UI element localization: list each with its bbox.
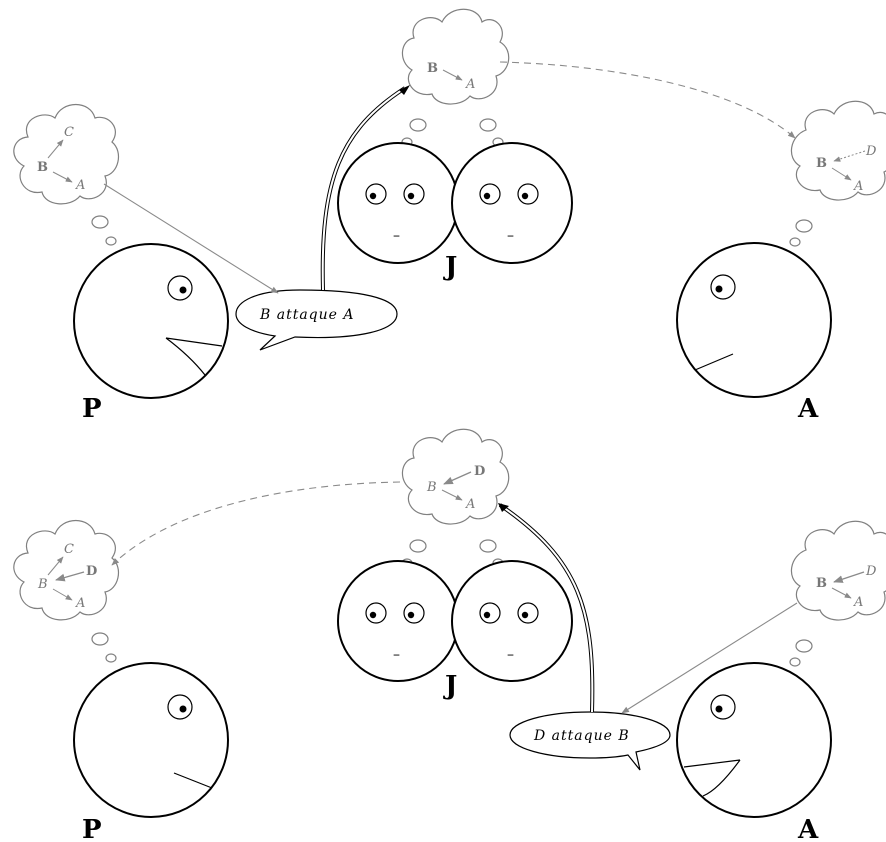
jury-mouth: –: [507, 228, 514, 244]
top-scene: B C A P B attaque A B A: [13, 8, 886, 424]
argument-A: A: [75, 596, 85, 611]
closed-mouth-icon: [173, 772, 213, 789]
agent-label-J: J: [443, 671, 457, 701]
eye-icon: [167, 694, 193, 720]
argument-B: B: [427, 61, 438, 76]
argument-A: A: [75, 178, 85, 193]
argument-B: B: [816, 156, 827, 171]
proponent-thought-cloud-top: B C A: [13, 104, 120, 246]
argument-D: D: [865, 144, 877, 159]
speech-text-bottom: D attaque B: [533, 728, 630, 744]
jury-mouth: –: [393, 647, 400, 663]
eye-icon: [167, 275, 193, 301]
argument-C: C: [64, 125, 74, 140]
bottom-scene: B C D A P B D A: [13, 428, 886, 842]
open-mouth-icon: [683, 759, 741, 797]
jury-mouth: –: [507, 647, 514, 663]
argument-B: B: [816, 576, 827, 591]
speech-bubble-bottom: D attaque B: [509, 711, 671, 771]
argument-B: B: [37, 577, 48, 592]
argument-A: A: [465, 497, 475, 512]
opponent-face-bottom: A: [676, 662, 832, 842]
opponent-thought-cloud-top: B D A: [789, 100, 886, 247]
argument-C: C: [64, 542, 74, 557]
proponent-face-bottom: P: [73, 662, 229, 842]
jury-faces-top: – – J: [337, 142, 573, 282]
agent-label-P: P: [82, 815, 102, 842]
agent-label-A: A: [797, 394, 819, 424]
argument-B: B: [426, 480, 437, 495]
jury-thought-cloud-top: B A: [401, 8, 510, 147]
argument-D: D: [474, 464, 485, 479]
speech-text-top: B attaque A: [259, 307, 355, 323]
opponent-thought-cloud-bottom: B D A: [789, 520, 886, 667]
speech-bubble-top: B attaque A: [235, 289, 398, 351]
jury-mouth: –: [393, 228, 400, 244]
proponent-face-top: P: [73, 243, 229, 424]
jury-thought-cloud-bottom: B D A: [401, 428, 510, 568]
proponent-thought-cloud-bottom: B C D A: [13, 520, 120, 663]
argument-A: A: [853, 179, 863, 194]
agent-label-J: J: [443, 252, 457, 282]
argument-D: D: [865, 564, 877, 579]
jury-faces-bottom: – – J: [337, 560, 573, 701]
eye-icon: [710, 694, 736, 720]
open-mouth-icon: [165, 337, 223, 376]
argument-D: D: [86, 564, 97, 579]
opponent-face-top: A: [676, 242, 832, 424]
argument-A: A: [853, 595, 863, 610]
agent-label-A: A: [797, 815, 819, 842]
argument-B: B: [37, 160, 48, 175]
closed-mouth-icon: [694, 353, 734, 371]
argument-A: A: [465, 77, 475, 92]
eye-icon: [710, 274, 736, 300]
agent-label-P: P: [82, 394, 102, 424]
